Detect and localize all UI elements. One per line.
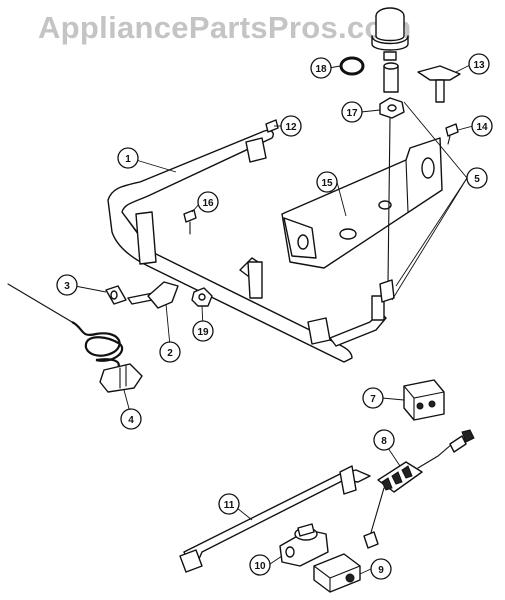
callout-10: 10 (249, 554, 271, 576)
svg-text:14: 14 (476, 122, 488, 133)
svg-text:13: 13 (473, 60, 485, 71)
callout-9: 9 (370, 558, 392, 580)
part-thermocouple-coil (7, 283, 124, 369)
svg-text:12: 12 (285, 122, 297, 133)
svg-text:16: 16 (202, 198, 214, 209)
part-ignitor (363, 429, 475, 549)
part-screw-16 (183, 209, 197, 235)
part-thermostat-bracket (127, 281, 179, 309)
callout-4: 4 (120, 408, 142, 430)
part-tab-bracket (417, 65, 461, 103)
callout-18: 18 (310, 57, 332, 79)
svg-text:15: 15 (321, 178, 333, 189)
callout-3: 3 (56, 274, 78, 296)
part-clip (105, 285, 127, 305)
callout-14: 14 (471, 115, 493, 137)
callout-11: 11 (218, 493, 240, 515)
svg-text:5: 5 (474, 174, 480, 185)
part-valve (279, 523, 329, 567)
part-fitting (383, 62, 399, 93)
callout-8: 8 (373, 429, 395, 451)
callout-13: 13 (468, 53, 490, 75)
callout-19: 19 (192, 320, 214, 342)
watermark-logo: AppliancePartsPros.com (38, 10, 412, 45)
part-terminal-block (403, 379, 445, 421)
svg-text:4: 4 (128, 415, 134, 426)
callout-12: 12 (280, 115, 302, 137)
callout-17: 17 (341, 101, 363, 123)
callout-15: 15 (316, 171, 338, 193)
part-mounting-bracket (281, 137, 443, 269)
callout-2: 2 (159, 341, 181, 363)
svg-text:17: 17 (346, 108, 358, 119)
part-valve-9 (313, 553, 361, 593)
part-screw-12 (265, 119, 279, 133)
callout-7: 7 (362, 387, 384, 409)
part-safety-valve (99, 363, 143, 393)
svg-text:10: 10 (254, 561, 266, 572)
callout-5: 5 (466, 167, 488, 189)
part-manifold-tube (107, 129, 387, 363)
part-nut (379, 97, 405, 119)
svg-text:8: 8 (381, 436, 387, 447)
svg-text:2: 2 (167, 348, 173, 359)
svg-text:3: 3 (64, 281, 70, 292)
part-nut-19 (191, 287, 213, 307)
part-pressure-regulator (371, 7, 409, 61)
part-screw-14 (445, 123, 459, 145)
svg-text:1: 1 (125, 154, 131, 165)
callout-16: 16 (197, 191, 219, 213)
svg-text:19: 19 (197, 327, 209, 338)
svg-text:7: 7 (370, 394, 376, 405)
svg-text:9: 9 (378, 565, 384, 576)
part-gas-tube (179, 465, 371, 573)
part-o-ring (339, 56, 365, 76)
callout-1: 1 (117, 147, 139, 169)
svg-text:18: 18 (315, 64, 327, 75)
svg-text:11: 11 (224, 500, 235, 511)
